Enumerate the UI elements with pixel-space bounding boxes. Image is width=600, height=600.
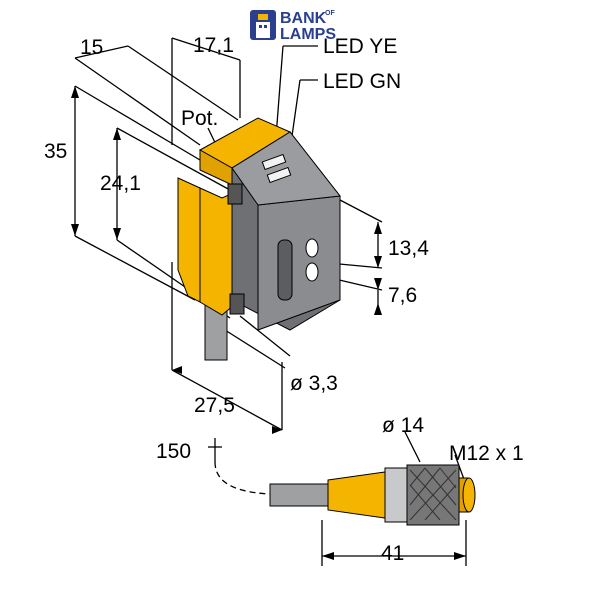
led-green-window	[266, 166, 292, 184]
receiver-lens	[305, 262, 319, 282]
dia-3-3: ø 3,3	[290, 372, 338, 395]
grey-housing-front	[257, 195, 341, 331]
mounting-hole-bottom	[229, 293, 245, 315]
thread-label: M12 x 1	[449, 442, 524, 465]
dim-13-4: 13,4	[388, 237, 429, 260]
connector-strain-relief	[327, 471, 386, 519]
dimension-labels: 15 17,1 LED YE LED GN Pot. 35 24,1 13,4 …	[44, 34, 524, 565]
potentiometer	[227, 183, 243, 205]
connector-cable	[269, 483, 329, 507]
dim-27-5: 27,5	[194, 394, 235, 417]
logo-line1: BANK	[280, 10, 327, 27]
logo-line2: LAMPS	[280, 26, 336, 43]
dim-17-1: 17,1	[193, 34, 234, 57]
dim-41: 41	[381, 542, 404, 565]
led-yellow-window	[261, 153, 287, 171]
led-gn-label: LED GN	[323, 70, 401, 93]
logo-of: OF	[325, 10, 335, 17]
dia-14: ø 14	[382, 414, 424, 437]
dim-35: 35	[44, 140, 67, 163]
dim-7-6: 7,6	[388, 284, 417, 307]
cable-break-line	[214, 461, 271, 495]
dim-15: 15	[80, 36, 103, 59]
sensor-housing	[177, 117, 341, 361]
m12-connector	[269, 464, 476, 526]
emitter-lens	[305, 238, 319, 258]
bank-of-lamps-logo: BANK OF LAMPS	[250, 10, 336, 43]
arrowheads	[71, 86, 466, 560]
pot-label: Pot.	[181, 107, 218, 130]
dim-150: 150	[156, 440, 191, 463]
lighthouse-icon	[250, 10, 276, 40]
led-ye-label: LED YE	[323, 35, 397, 58]
dim-24-1: 24,1	[100, 172, 141, 195]
yellow-housing-front	[177, 177, 201, 303]
